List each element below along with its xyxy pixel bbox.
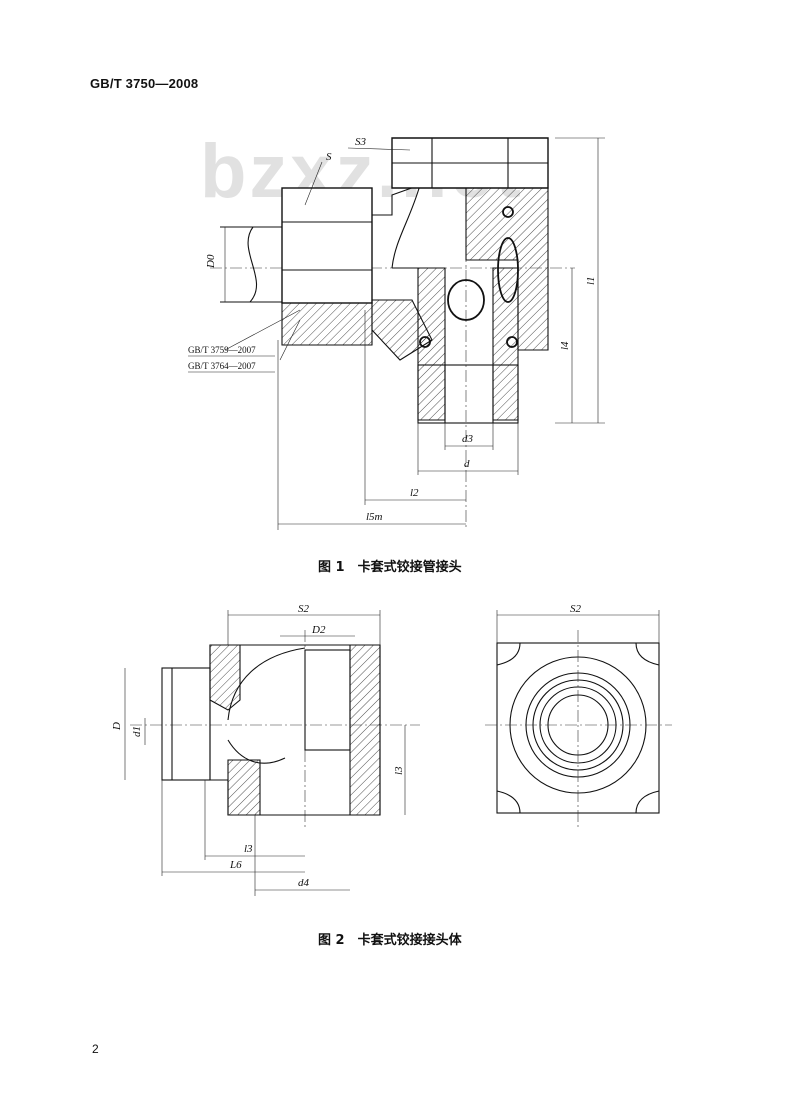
left-nut (281, 187, 373, 304)
label-s2: S2 (298, 603, 310, 615)
label-s: S (326, 151, 332, 163)
figure1-caption: 图 1 卡套式铰接管接头 (318, 560, 462, 575)
label-d3: d3 (462, 433, 474, 445)
figure1-drawing: S3 S D0 l1 l4 d3 d l2 l5m GB/T 3759—2007… (188, 136, 605, 530)
label-d1: d1 (131, 726, 143, 737)
label-l3: l3 (244, 843, 253, 855)
label-big-d: D (111, 722, 123, 731)
figure2-caption: 图 2 卡套式铰接接头体 (318, 933, 462, 948)
label-d2: D2 (311, 624, 326, 636)
label-l4: l4 (559, 341, 571, 350)
label-d: d (464, 458, 470, 470)
label-std-3764: GB/T 3764—2007 (188, 361, 256, 371)
label-l6: L6 (229, 859, 242, 871)
label-l3-vertical: l3 (393, 766, 405, 775)
label-d4: d4 (298, 877, 310, 889)
label-s3: S3 (355, 136, 367, 148)
label-d0: D0 (205, 254, 217, 269)
figure2-drawing-section: S2 D2 D d1 l3 l3 L6 d4 (111, 603, 420, 896)
standard-header: GB/T 3750—2008 (90, 76, 199, 91)
figure2-drawing-end-view: S2 (485, 603, 672, 828)
label-s2-end: S2 (570, 603, 582, 615)
label-l1: l1 (585, 276, 597, 285)
label-l2: l2 (410, 487, 419, 499)
page-number: 2 (92, 1042, 99, 1056)
label-std-3759: GB/T 3759—2007 (188, 345, 256, 355)
label-l5: l5m (366, 511, 383, 523)
